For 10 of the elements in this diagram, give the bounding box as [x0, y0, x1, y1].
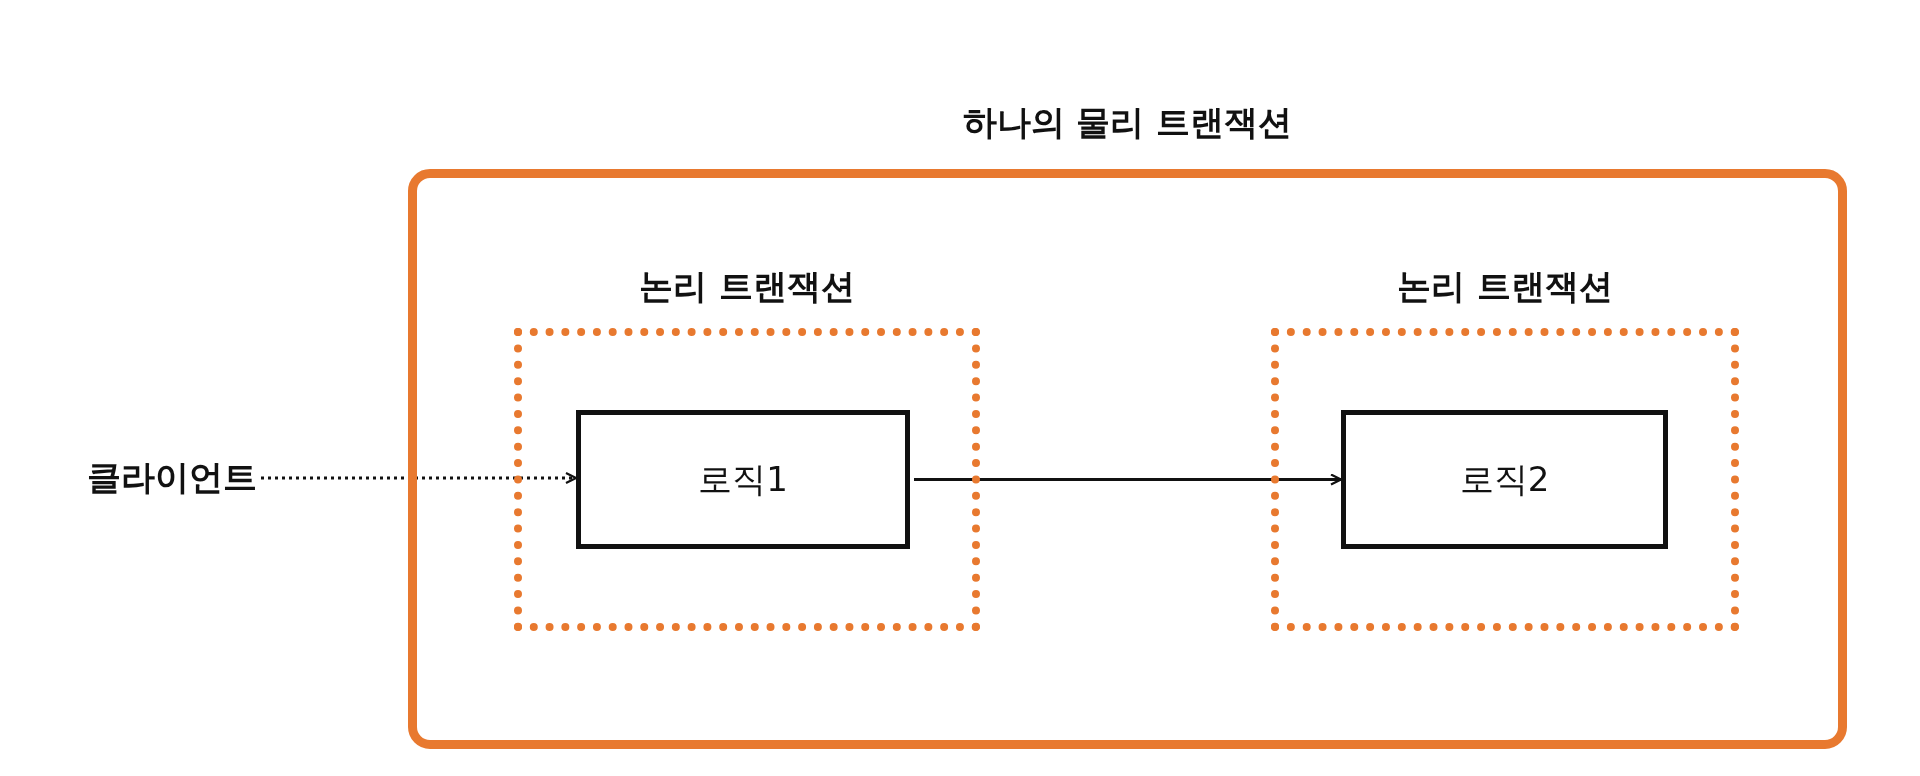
arrow — [261, 471, 578, 485]
box-label: 로직2 — [1459, 457, 1550, 501]
client-label: 클라이언트 — [87, 456, 257, 499]
process-box — [576, 410, 910, 549]
heading-label: 하나의 물리 트랜잭션 — [961, 101, 1294, 144]
box-label: 로직1 — [698, 457, 788, 501]
heading-label: 논리 트랜잭션 — [1396, 265, 1614, 308]
arrow — [914, 473, 1343, 486]
heading-label: 논리 트랜잭션 — [638, 265, 856, 308]
process-box — [1341, 410, 1668, 549]
